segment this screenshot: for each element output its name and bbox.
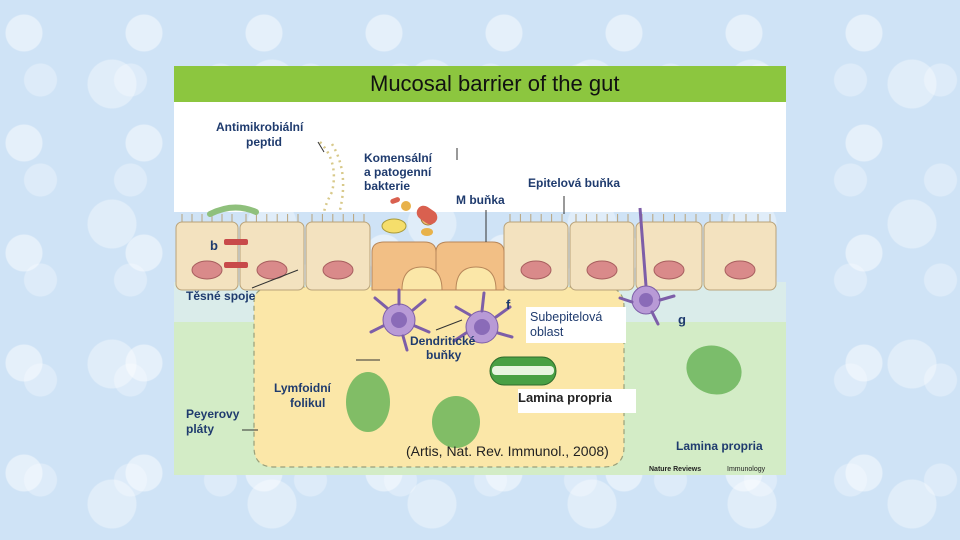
label-subepithelial-2: oblast	[530, 325, 564, 339]
epithelial-cell	[305, 221, 371, 291]
epithelial-cell	[703, 221, 777, 291]
lamina-label-bg	[518, 389, 636, 413]
epithelial-cell	[569, 221, 635, 291]
cell-nucleus	[322, 260, 354, 280]
cell-nucleus	[191, 260, 223, 280]
letter-b: b	[210, 238, 218, 253]
bacterium	[401, 201, 411, 211]
bacterium	[390, 197, 401, 204]
tight-junction-markers	[224, 239, 248, 268]
bacterium	[421, 228, 433, 236]
epithelial-cell	[175, 221, 239, 291]
lumen-area	[174, 102, 786, 212]
label-citation: (Artis, Nat. Rev. Immunol., 2008)	[406, 443, 609, 459]
label-peyer-1: Peyerovy	[186, 407, 240, 421]
cell-nucleus	[653, 260, 685, 280]
slide-title: Mucosal barrier of the gut	[362, 66, 786, 102]
green-follicle-cell	[432, 396, 480, 448]
label-subepithelial-1: Subepitelová	[530, 310, 602, 324]
letter-g: g	[678, 312, 686, 327]
epithelial-cell	[239, 221, 305, 291]
cell-nucleus	[586, 260, 618, 280]
label-peyer-2: pláty	[186, 422, 214, 436]
label-antimicrobial-1: Antimikrobiální	[216, 120, 304, 134]
letter-f: f	[506, 297, 511, 312]
m-cell-pocket	[401, 266, 443, 291]
m-cell-pocket-2	[455, 266, 497, 291]
green-follicle-cell	[346, 372, 390, 432]
label-dendritic-2: buňky	[426, 348, 462, 362]
label-m-cell: M buňka	[456, 193, 505, 207]
green-lamina-cell	[686, 345, 742, 395]
label-publisher-b: Immunology	[727, 466, 766, 473]
peptide-strand	[207, 204, 259, 217]
label-lamina-propria: Lamina propria	[676, 439, 763, 453]
label-lymphoid-2: folikul	[290, 396, 325, 410]
bacterium	[416, 205, 438, 225]
cell-nucleus	[256, 260, 288, 280]
epithelial-layer	[175, 214, 777, 291]
dendritic-cell	[369, 288, 431, 352]
leader-lines	[242, 141, 565, 431]
epithelial-cell	[635, 221, 703, 291]
green-gradient-highlight	[492, 366, 554, 375]
dendritic-cell	[452, 291, 514, 344]
label-bacteria-1: Komensální	[364, 151, 433, 165]
bacterium	[381, 218, 407, 234]
label-bacteria-3: bakterie	[364, 179, 410, 193]
mucosal-barrier-diagram: Antimikrobiální peptid Komensální a pato…	[174, 102, 786, 475]
epithelial-cell	[503, 221, 569, 291]
label-lymphoid-1: Lymfoidní	[274, 381, 332, 395]
intraepithelial-dendritic-cell	[618, 207, 676, 326]
label-publisher-a: Nature Reviews	[649, 466, 701, 473]
label-epithelial: Epitelová buňka	[528, 176, 620, 190]
label-dendritic-1: Dendritické	[410, 334, 476, 348]
label-antimicrobial-2: peptid	[246, 135, 282, 149]
label-lamina-propria-boxed: Lamina propria	[518, 390, 613, 405]
cell-nucleus	[724, 260, 756, 280]
label-bacteria-2: a patogenní	[364, 165, 432, 179]
label-tight-junctions: Těsné spoje	[186, 289, 256, 303]
antimicrobial-peptide-trail	[319, 141, 345, 215]
subepithelial-label-bg	[526, 307, 626, 343]
cell-nucleus	[520, 260, 552, 280]
